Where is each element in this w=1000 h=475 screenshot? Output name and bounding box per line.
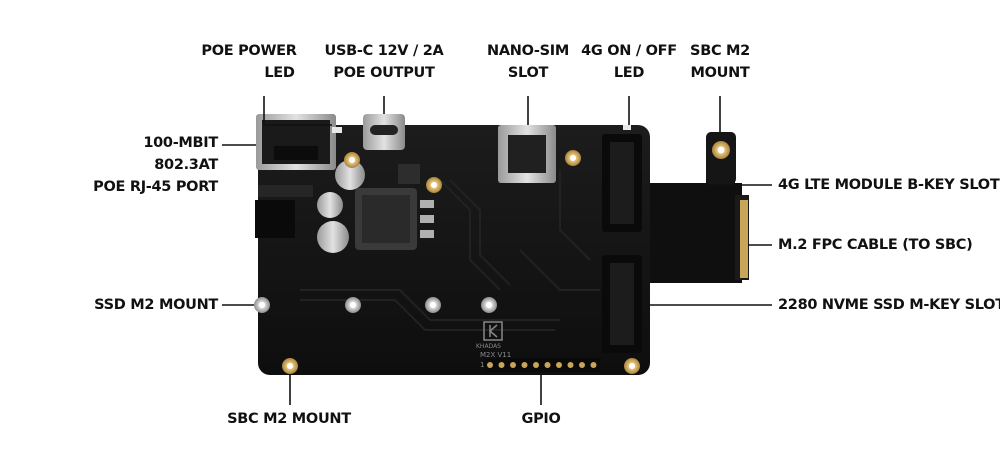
mount-hole-gold	[565, 150, 581, 166]
fpc-gold-contacts	[740, 200, 748, 278]
gpio-pin	[533, 362, 539, 368]
lte-b-key-slot	[602, 134, 642, 232]
gpio-pin	[510, 362, 516, 368]
gpio-pin	[579, 362, 585, 368]
mount-hole-gold	[624, 358, 640, 374]
mount-hole-gold	[282, 358, 298, 374]
board-model-text: M2X V11	[480, 351, 511, 359]
gpio-pin	[487, 362, 493, 368]
usb-c-port	[363, 114, 405, 150]
mount-hole-silver	[425, 297, 441, 313]
mount-hole-gold	[426, 177, 442, 193]
callout-sbc-m2-mount-bottom: SBC M2 MOUNT	[227, 411, 351, 427]
callout-ssd-mount: SSD M2 MOUNT	[94, 297, 218, 313]
gpio-header	[484, 358, 600, 372]
callout-poe-port: 100-MBIT 802.3AT POE RJ-45 PORT	[93, 135, 218, 195]
rj45-port	[256, 114, 336, 170]
mount-hole-silver	[254, 297, 270, 313]
callout-fpc-cable: M.2 FPC CABLE (TO SBC)	[778, 237, 973, 253]
callout-usbc: USB-C 12V / 2A POE OUTPUT	[324, 43, 444, 81]
mount-hole-gold	[344, 152, 360, 168]
mount-hole-silver	[481, 297, 497, 313]
board-brand-text: KHADAS	[476, 343, 501, 350]
callout-lte-led: 4G ON / OFF LED	[581, 43, 677, 81]
callout-nvme-slot: 2280 NVME SSD M-KEY SLOT	[778, 297, 1000, 313]
gpio-pin	[544, 362, 551, 368]
poe-power-led	[332, 127, 342, 133]
power-components	[317, 160, 434, 253]
leader-lines	[222, 96, 772, 405]
mount-hole-silver	[345, 297, 361, 313]
nvme-m-key-slot	[602, 255, 642, 353]
callout-sbc-m2-mount-top: SBC M2 MOUNT	[690, 43, 750, 81]
callout-gpio: GPIO	[521, 411, 561, 427]
khadas-logo	[483, 321, 503, 341]
ethernet-chip	[255, 200, 295, 238]
callout-lte-slot: 4G LTE MODULE B-KEY SLOT	[778, 177, 1000, 193]
gpio-pin	[498, 362, 505, 368]
gpio-pin	[521, 362, 528, 368]
sbc-m2-mount-tab	[706, 132, 736, 184]
chip-row	[258, 185, 313, 197]
gpio-header-body	[484, 358, 600, 372]
lte-led	[623, 125, 631, 130]
callout-poe-power-led: POE POWER LED	[201, 43, 297, 81]
gpio-pin	[567, 362, 574, 368]
sim-slot	[498, 125, 556, 183]
callout-nano-sim: NANO-SIM SLOT	[487, 43, 569, 81]
gpio-pin	[556, 362, 562, 368]
gpio-pin	[590, 362, 597, 368]
